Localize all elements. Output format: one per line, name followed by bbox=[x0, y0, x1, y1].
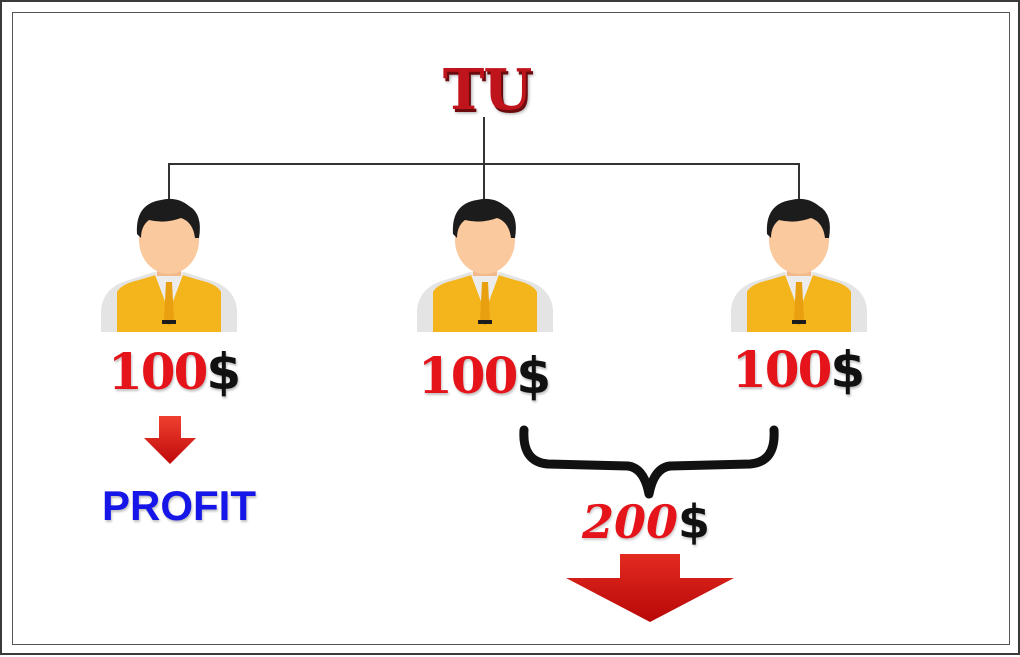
diagram-inner-border bbox=[12, 12, 1010, 645]
amount-value: 100 bbox=[732, 340, 832, 399]
total-amount: 200$ bbox=[582, 494, 710, 550]
currency-symbol: $ bbox=[206, 343, 242, 401]
tu-logo: TU bbox=[442, 57, 533, 123]
amount-value: 100 bbox=[108, 342, 208, 401]
profit-label: PROFIT bbox=[102, 482, 256, 529]
person-amount: 100$ bbox=[108, 342, 242, 401]
person-icon bbox=[417, 198, 553, 332]
person-amount: 100$ bbox=[418, 346, 552, 405]
arrow-down-icon bbox=[144, 416, 196, 464]
currency-symbol: $ bbox=[516, 347, 552, 405]
currency-symbol: $ bbox=[830, 341, 866, 399]
arrow-down-icon bbox=[566, 554, 734, 622]
person-icon bbox=[731, 198, 867, 332]
curly-brace-icon bbox=[519, 425, 779, 499]
currency-symbol: $ bbox=[678, 495, 711, 549]
person-amount: 100$ bbox=[732, 340, 866, 399]
person-icon bbox=[101, 198, 237, 332]
total-value: 200 bbox=[582, 495, 679, 549]
amount-value: 100 bbox=[418, 346, 518, 405]
